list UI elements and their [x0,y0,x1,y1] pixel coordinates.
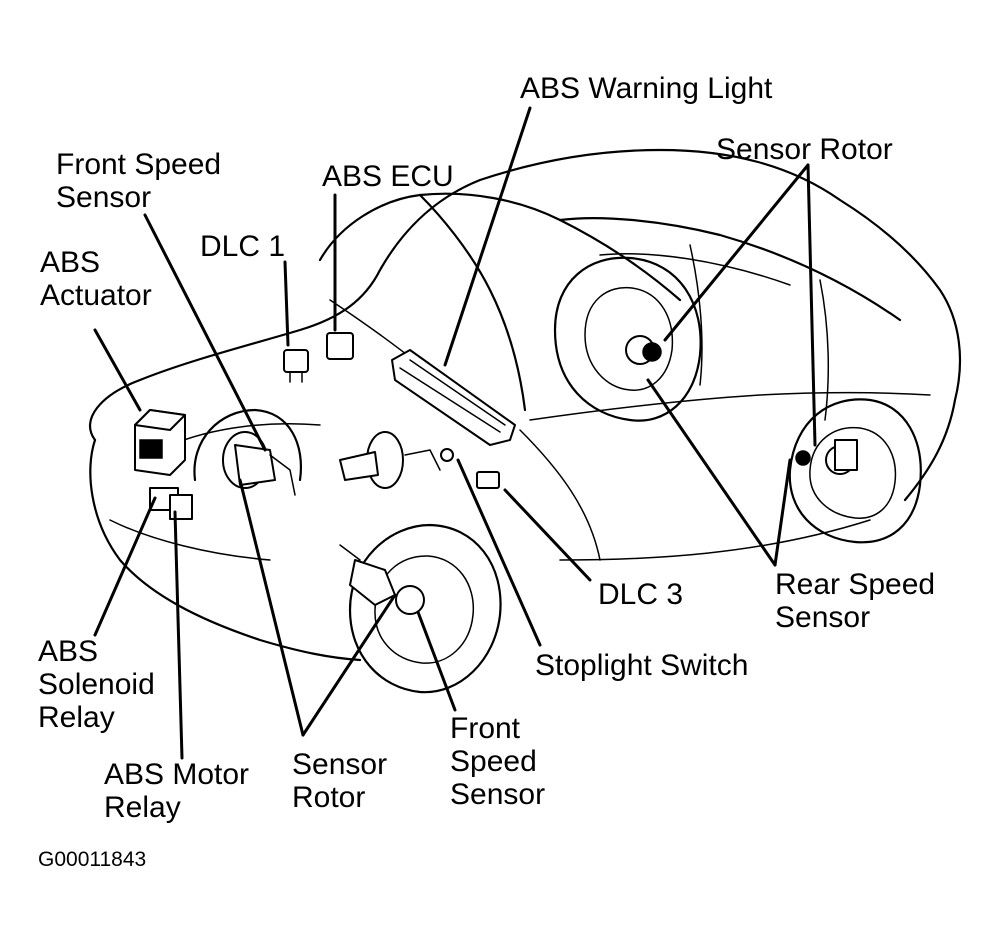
rear-speed-sensor-pointer-1 [646,378,777,567]
label-sensor-rotor-bottom: Sensor Rotor [292,748,388,814]
abs-actuator-part [134,409,186,476]
sensor-rotor-top-pointer-2 [806,163,817,447]
label-rear-speed-sensor: Rear Speed Sensor [775,568,936,634]
front-right-wheel [339,523,502,694]
relay-parts [149,487,193,520]
rear-right-wheel [788,398,922,544]
stoplight-switch-pointer [456,458,542,647]
brake-booster-part [339,431,454,489]
label-abs-solenoid-relay: ABS Solenoid Relay [38,635,155,734]
front-speed-sensor-bottom-pointer [416,610,457,712]
instrument-panel-part [391,349,516,446]
rear-left-wheel [553,256,702,422]
pointer-lines [93,106,817,760]
dlc3-pointer [503,488,592,582]
rear-speed-sensor-pointer-2 [773,458,792,567]
label-abs-ecu: ABS ECU [322,160,454,193]
dlc3-part [476,471,500,489]
dlc1-part [283,349,309,383]
label-stoplight-switch: Stoplight Switch [535,649,749,682]
front-left-hub [193,408,302,496]
sensor-rotor-top-pointer-1 [663,163,810,342]
label-sensor-rotor-top: Sensor Rotor [716,133,893,166]
abs-actuator-pointer [93,328,142,412]
label-dlc1: DLC 1 [200,230,286,263]
sensor-rotor-bottom-pointer-1 [238,478,305,737]
front-speed-sensor-top-pointer [143,213,267,452]
label-front-speed-sensor-bottom: Front Speed Sensor [450,712,546,811]
label-dlc3: DLC 3 [598,578,684,611]
label-abs-motor-relay: ABS Motor Relay [104,758,250,824]
abs-solenoid-relay-pointer [93,496,157,637]
sensor-rotor-bottom-pointer-2 [301,593,397,737]
label-abs-warning-light: ABS Warning Light [520,72,773,105]
abs-motor-relay-pointer [173,510,184,760]
abs-ecu-part [326,332,354,360]
abs-warning-light-pointer [443,106,532,367]
label-front-speed-sensor-top: Front Speed Sensor [56,148,222,214]
dlc1-pointer [283,260,290,347]
figure-code: G00011843 [38,848,147,871]
label-abs-actuator: ABS Actuator [40,246,152,312]
